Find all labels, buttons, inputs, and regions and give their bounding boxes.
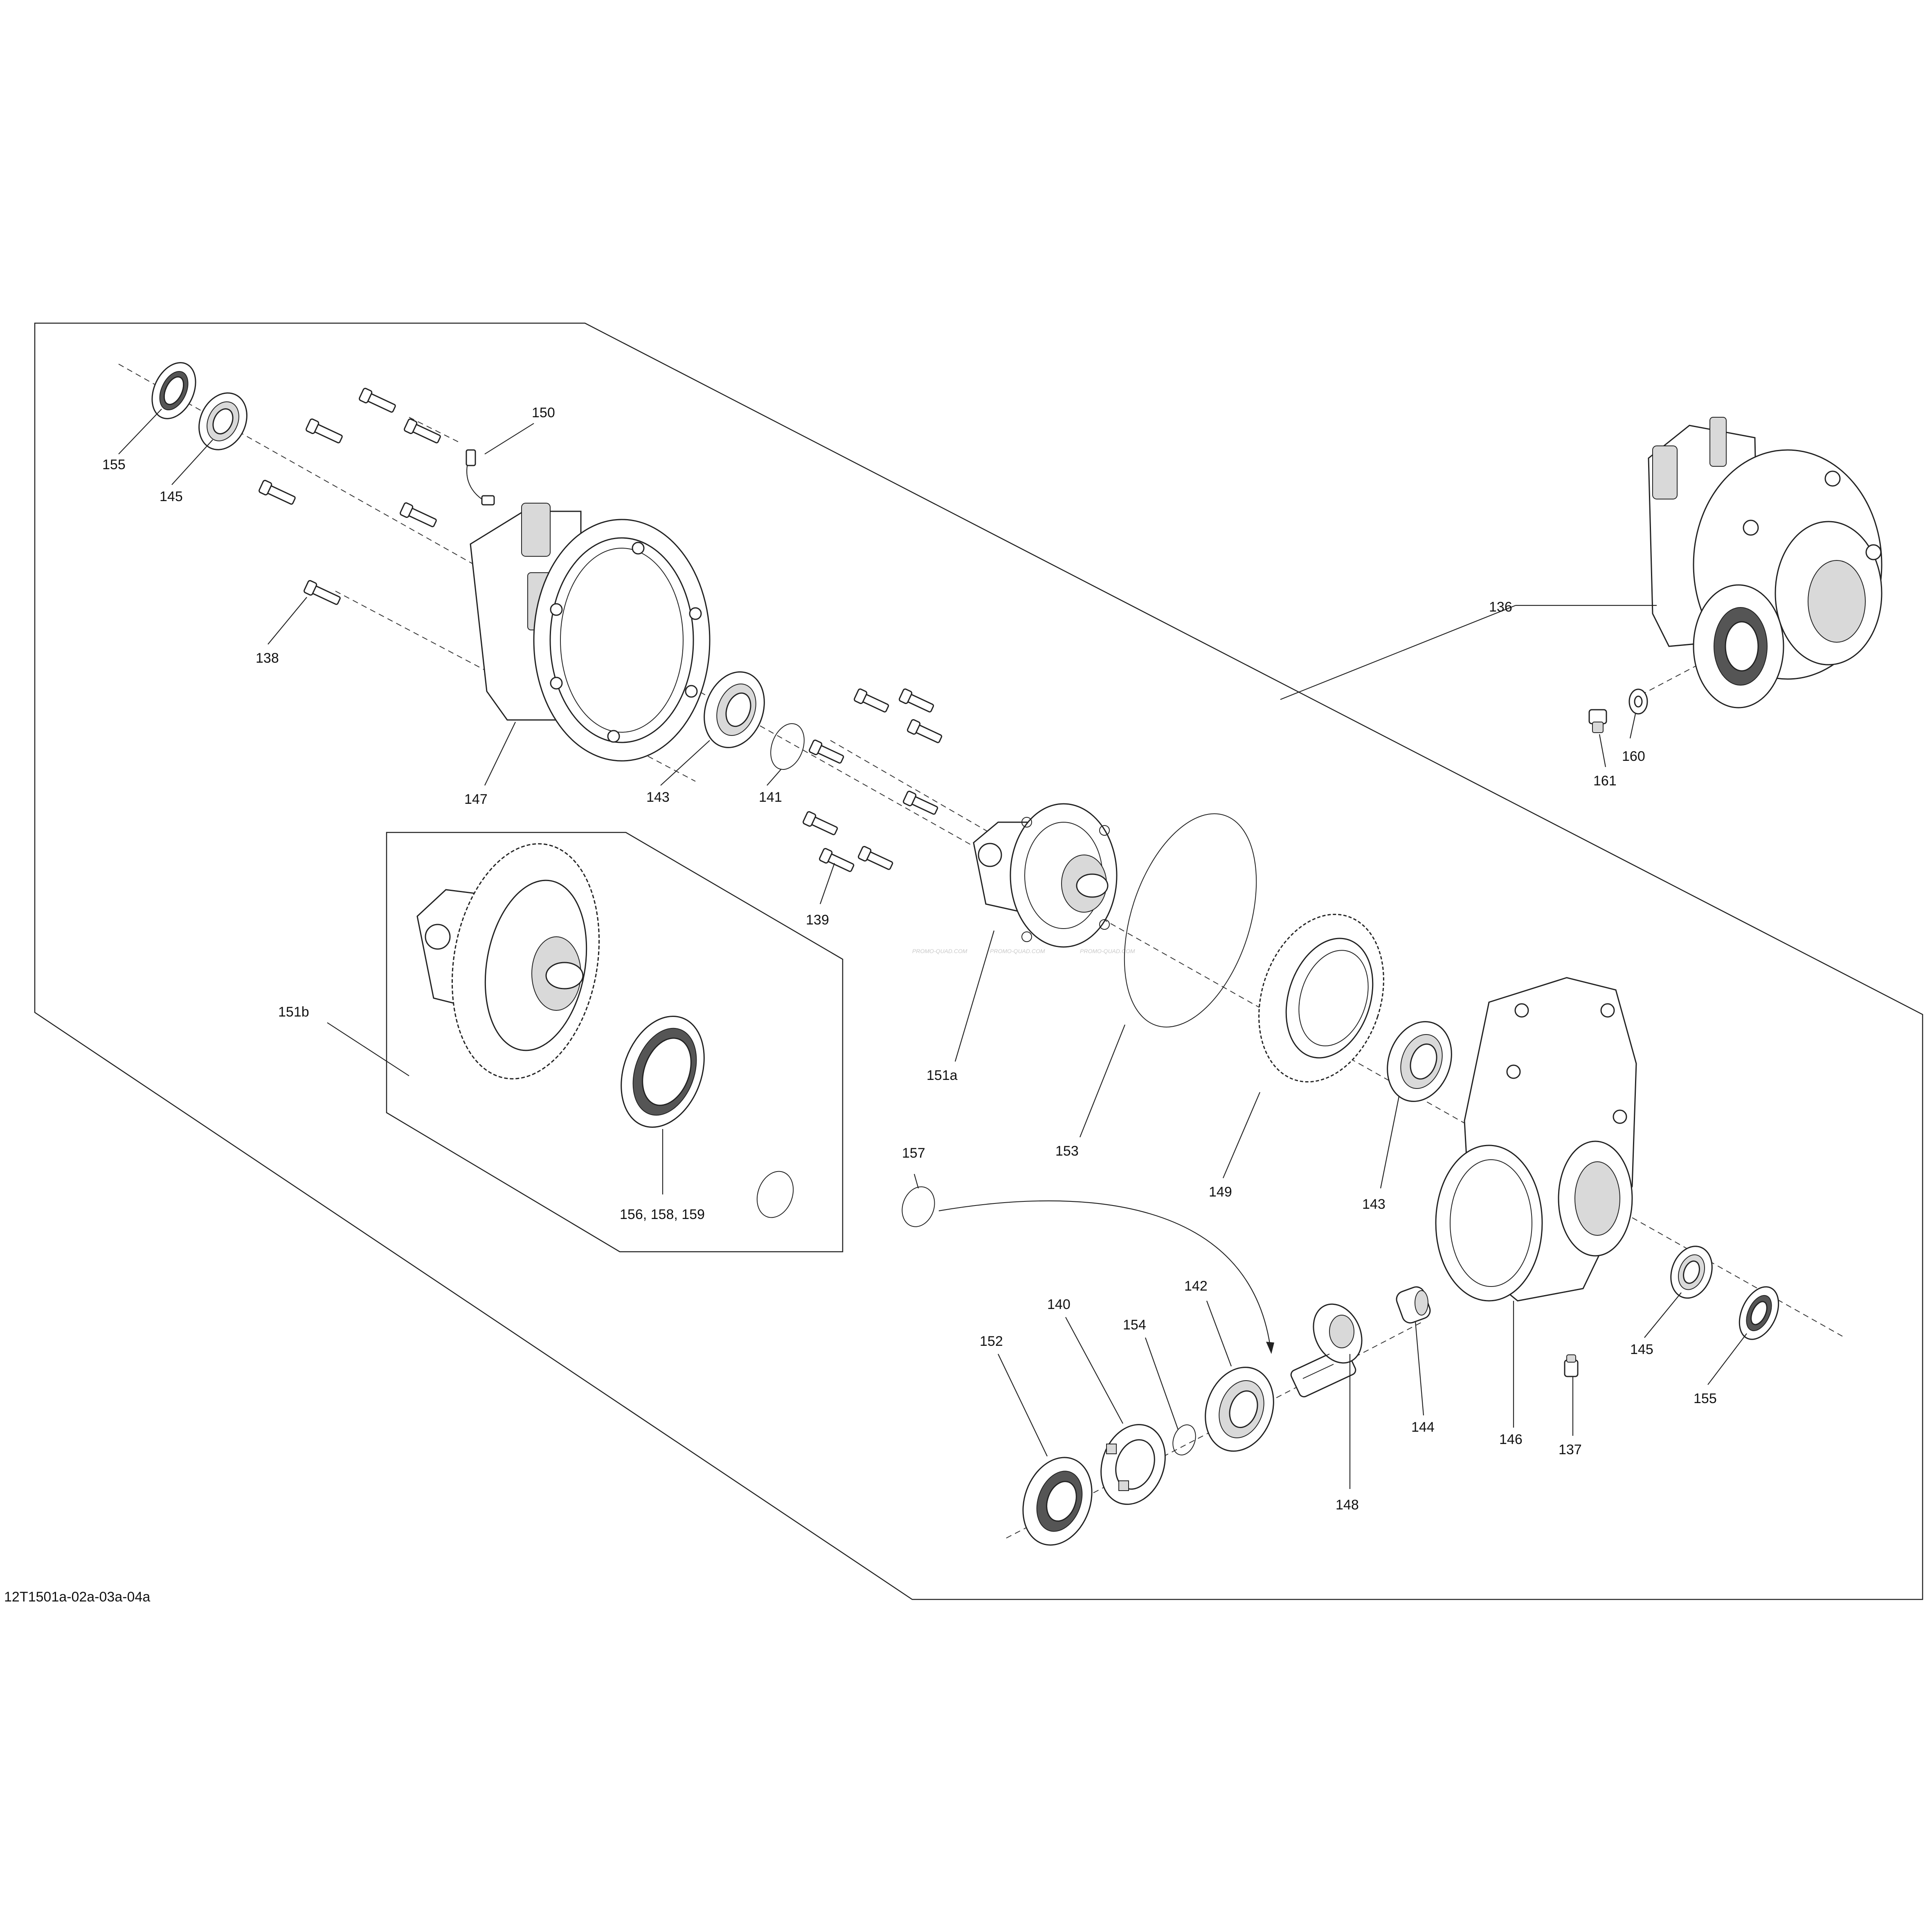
callout-148: 148 (1336, 1497, 1359, 1513)
callout-154: 154 (1123, 1317, 1146, 1333)
seal-155-upper (151, 362, 196, 419)
callout-labels: 155 145 150 138 147 143 141 139 151a 151… (102, 405, 1717, 1513)
callout-145-lower: 145 (1630, 1342, 1653, 1357)
callout-140: 140 (1047, 1297, 1071, 1312)
bearing-145-lower (1670, 1246, 1713, 1299)
callout-141: 141 (759, 789, 782, 805)
watermark-2: PROMO-QUAD.COM (990, 948, 1045, 954)
bearing-145-upper (198, 392, 247, 450)
shim-156-158-159 (621, 1015, 705, 1128)
callout-150: 150 (532, 405, 555, 421)
callout-153: 153 (1055, 1143, 1079, 1159)
pinion-148 (1290, 1303, 1363, 1397)
callout-151a: 151a (927, 1068, 958, 1083)
circlip-inset (756, 1171, 794, 1218)
plug-161 (1588, 709, 1607, 733)
needle-bearing-144 (1396, 1286, 1431, 1324)
callout-146: 146 (1499, 1432, 1523, 1447)
differential-151b (416, 843, 600, 1080)
callout-137: 137 (1559, 1442, 1582, 1457)
callout-151b: 151b (278, 1004, 309, 1020)
callout-143-upper: 143 (646, 789, 670, 805)
drawing-id: 12T1501a-02a-03a-04a (4, 1589, 150, 1605)
callout-147: 147 (464, 792, 488, 807)
axis-bolts-center (830, 740, 1064, 876)
seal-155-lower (1739, 1286, 1779, 1340)
bolts-138 (259, 388, 441, 605)
callout-155-lower: 155 (1694, 1391, 1717, 1406)
vent-fitting-150 (466, 449, 495, 506)
circlip-141 (770, 723, 805, 770)
callout-156-158-159: 156, 158, 159 (620, 1207, 705, 1222)
seal-152 (1022, 1457, 1093, 1546)
ring-gear-149 (1258, 913, 1384, 1083)
bearing-142 (1205, 1367, 1274, 1452)
callout-142: 142 (1184, 1278, 1208, 1294)
assembly-136 (1648, 417, 1883, 708)
callout-138: 138 (256, 650, 279, 666)
circlip-154 (1172, 1424, 1196, 1455)
leader-lines (118, 409, 1747, 1489)
housing-147 (470, 503, 711, 762)
nut-140 (1100, 1424, 1166, 1505)
bearing-143-lower (1387, 1021, 1452, 1102)
callout-155-upper: 155 (102, 457, 126, 472)
callout-139: 139 (806, 912, 829, 928)
bolts-139 (803, 688, 942, 872)
shim-157 (902, 1186, 1274, 1354)
callout-157: 157 (902, 1145, 925, 1161)
drain-plug-137 (1564, 1354, 1579, 1377)
callout-145-upper: 145 (160, 489, 183, 504)
callout-152: 152 (980, 1334, 1003, 1349)
differential-151a (973, 803, 1118, 948)
bearing-143-upper (704, 671, 765, 748)
callout-160: 160 (1622, 749, 1645, 764)
callout-136: 136 (1489, 599, 1512, 615)
housing-146 (1435, 977, 1637, 1302)
callout-161: 161 (1593, 773, 1617, 789)
watermark-1: PROMO-QUAD.COM (912, 948, 967, 954)
o-ring-153 (1124, 813, 1257, 1028)
callout-149: 149 (1209, 1184, 1232, 1200)
washer-160 (1628, 688, 1648, 715)
callout-144: 144 (1411, 1419, 1435, 1435)
assembly-frame (34, 322, 1923, 1600)
inset-frame-151b (386, 832, 843, 1253)
watermark-3: PROMO-QUAD.COM (1080, 948, 1135, 954)
callout-143-lower: 143 (1362, 1197, 1385, 1212)
